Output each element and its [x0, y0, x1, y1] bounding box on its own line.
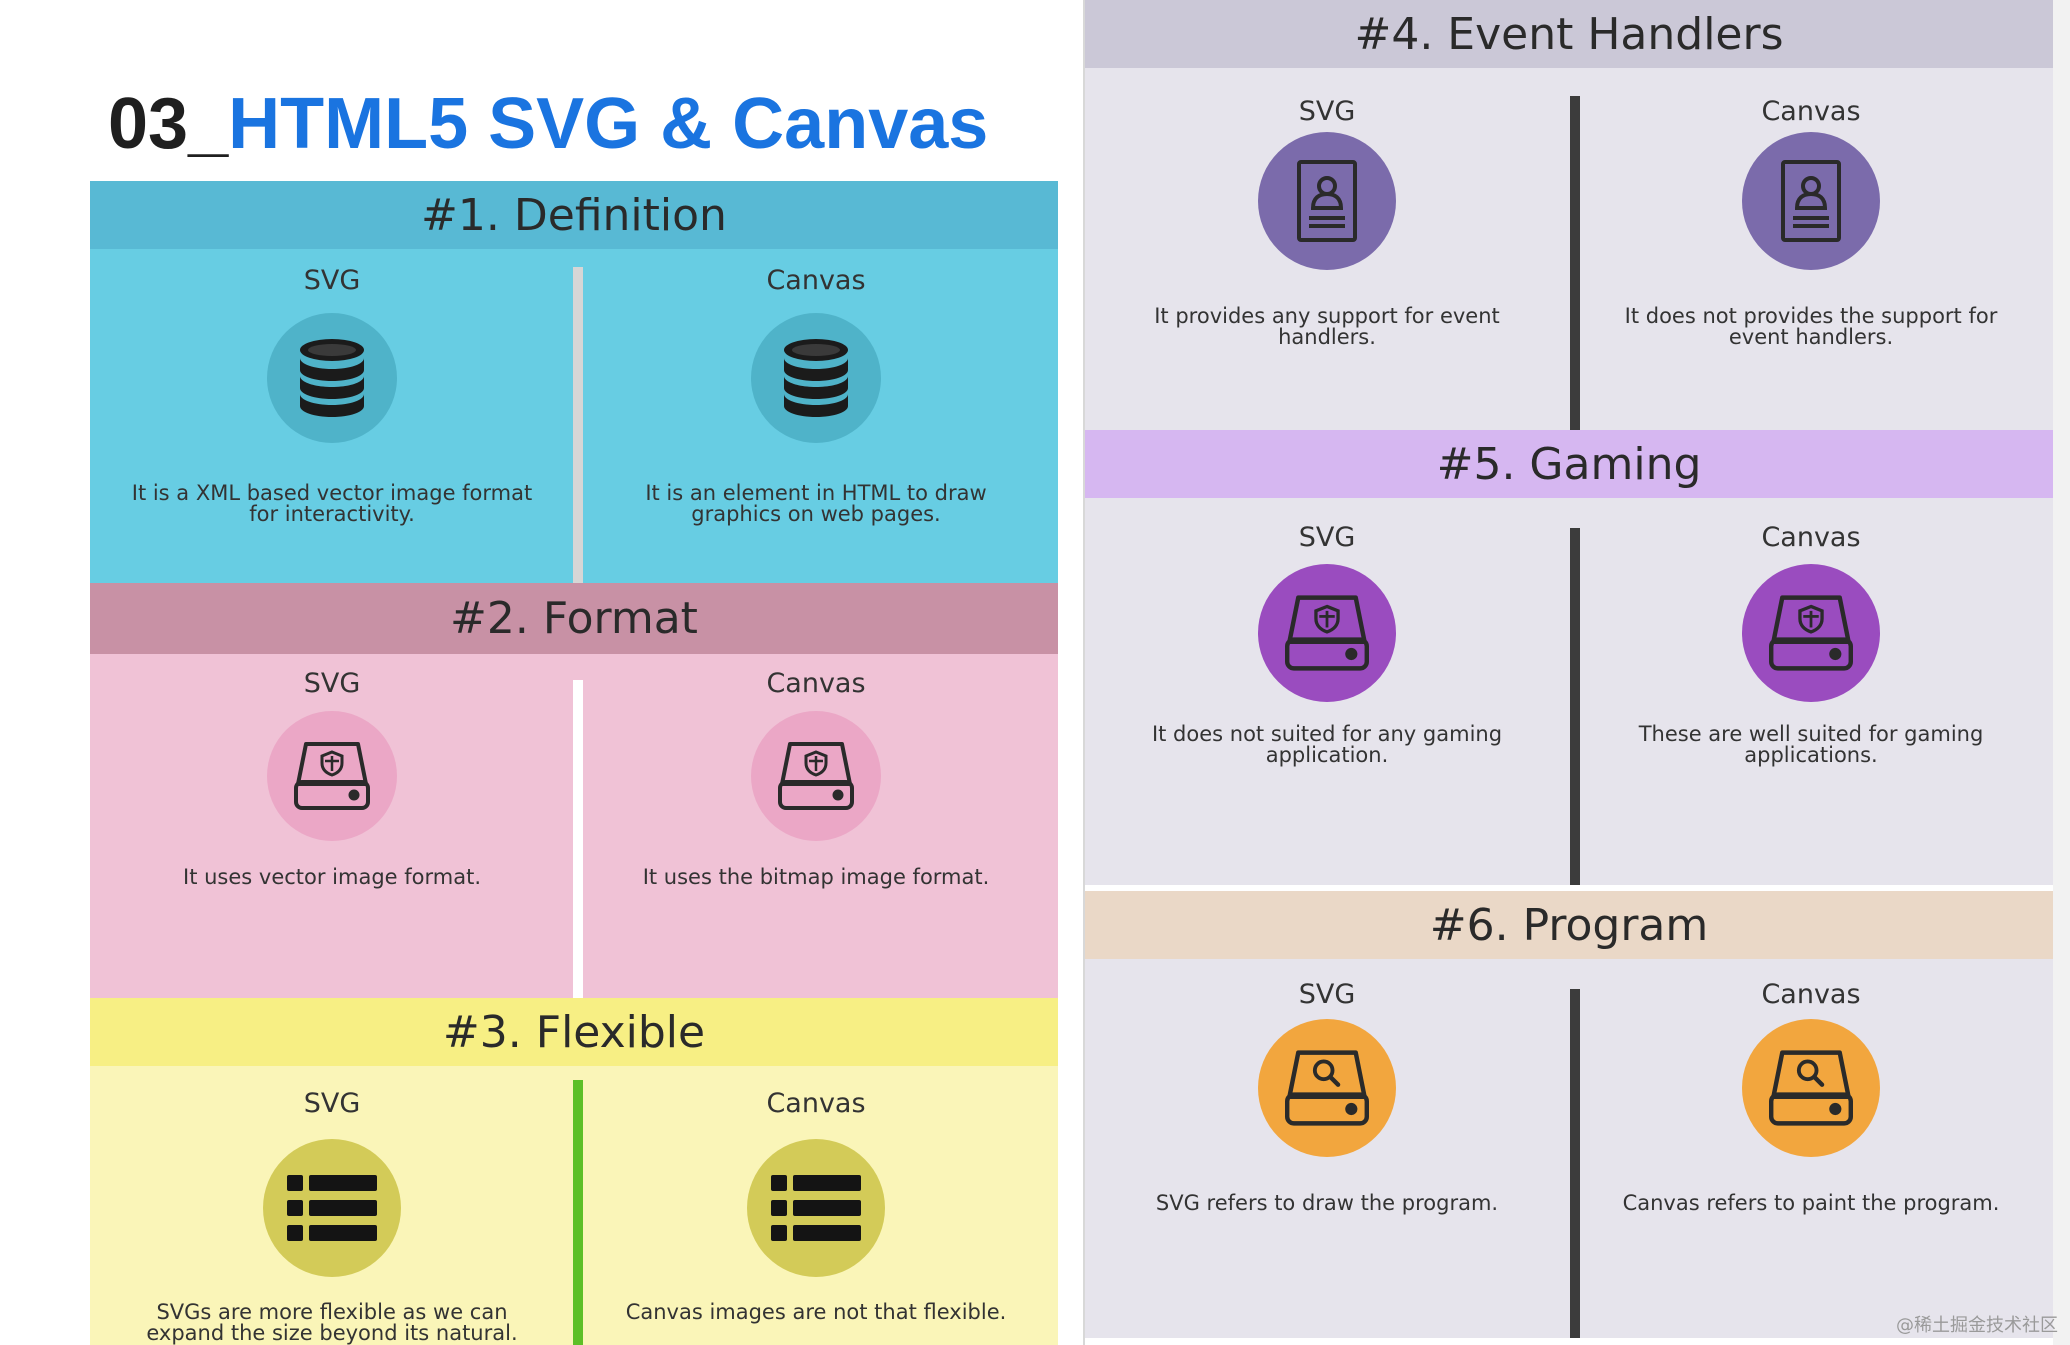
column-label: SVG: [1298, 96, 1356, 127]
canvas-column: Canvas It does not provides the support …: [1569, 68, 2053, 430]
column-description: It does not suited for any gaming applic…: [1151, 722, 1503, 767]
section-separator: [1085, 885, 2053, 891]
column-description: It uses the bitmap image format.: [642, 865, 990, 889]
column-label: SVG: [1298, 522, 1356, 553]
column-label: Canvas: [766, 1088, 866, 1119]
section-event-handlers: #4. Event Handlers SVG It provides any s…: [1085, 0, 2053, 430]
column-label: Canvas: [1761, 96, 1861, 127]
column-label: SVG: [303, 668, 361, 699]
column-label: SVG: [303, 265, 361, 296]
canvas-column: Canvas It is an element in HTML to draw …: [574, 249, 1058, 583]
section-body: SVG It provides any support for event ha…: [1085, 68, 2053, 430]
watermark: @稀土掘金技术社区: [1896, 1315, 2058, 1336]
column-divider: [1083, 0, 1085, 1345]
section-gaming: #5. Gaming SVG It does not suited for an…: [1085, 430, 2053, 885]
section-program: #6. Program SVG SVG refers to draw the p…: [1085, 891, 2053, 1338]
title-text: HTML5 SVG & Canvas: [228, 84, 989, 164]
search-drive-icon: [1742, 1019, 1880, 1157]
column-description: It is a XML based vector image format fo…: [131, 481, 533, 526]
section-divider: [1570, 989, 1580, 1338]
list-icon: [263, 1139, 401, 1277]
column-description: It is an element in HTML to draw graphic…: [645, 481, 987, 526]
column-description: Canvas images are not that flexible.: [625, 1300, 1007, 1324]
canvas-column: Canvas Canvas images are not that flexib…: [574, 1066, 1058, 1345]
section-body: SVG It does not suited for any gaming ap…: [1085, 498, 2053, 885]
column-label: Canvas: [766, 265, 866, 296]
column-description: It provides any support for event handle…: [1154, 304, 1500, 349]
shield-drive-icon: [751, 711, 881, 841]
section-heading: #4. Event Handlers: [1085, 0, 2053, 68]
profile-document-icon: [1258, 132, 1396, 270]
section-heading: #5. Gaming: [1085, 430, 2053, 498]
section-heading: #2. Format: [90, 583, 1058, 654]
section-divider: [1570, 528, 1580, 885]
section-divider: [573, 267, 583, 583]
column-description: These are well suited for gaming applica…: [1638, 722, 1984, 767]
section-divider: [1570, 96, 1580, 430]
database-icon: [751, 313, 881, 443]
section-divider: [573, 1080, 583, 1345]
section-flexible: #3. Flexible SVG SVGs are more flexible …: [90, 998, 1058, 1345]
section-heading: #3. Flexible: [90, 998, 1058, 1066]
section-body: SVG SVG refers to draw the program. Canv…: [1085, 959, 2053, 1338]
svg-column: SVG SVGs are more flexible as we can exp…: [90, 1066, 574, 1345]
section-format: #2. Format SVG It uses vector image form…: [90, 583, 1058, 998]
shield-drive-icon: [1742, 564, 1880, 702]
svg-column: SVG It is a XML based vector image forma…: [90, 249, 574, 583]
section-divider: [573, 680, 583, 998]
search-drive-icon: [1258, 1019, 1396, 1157]
section-heading: #6. Program: [1085, 891, 2053, 959]
canvas-column: Canvas These are well suited for gaming …: [1569, 498, 2053, 885]
column-description: It uses vector image format.: [183, 865, 481, 889]
canvas-column: Canvas Canvas refers to paint the progra…: [1569, 959, 2053, 1338]
profile-document-icon: [1742, 132, 1880, 270]
svg-column: SVG SVG refers to draw the program.: [1085, 959, 1569, 1338]
section-heading: #1. Definition: [90, 181, 1058, 249]
page-title: 03_HTML5 SVG & Canvas: [108, 88, 988, 160]
column-description: SVGs are more flexible as we can expand …: [146, 1300, 518, 1345]
title-number: 03_: [108, 84, 229, 164]
svg-column: SVG It does not suited for any gaming ap…: [1085, 498, 1569, 885]
canvas-column: Canvas It uses the bitmap image format.: [574, 654, 1058, 998]
column-label: SVG: [1298, 979, 1356, 1010]
column-label: Canvas: [766, 668, 866, 699]
svg-column: SVG It provides any support for event ha…: [1085, 68, 1569, 430]
column-label: SVG: [303, 1088, 361, 1119]
column-description: Canvas refers to paint the program.: [1622, 1191, 2000, 1215]
section-definition: #1. Definition SVG It is a XML based vec…: [90, 181, 1058, 583]
column-description: SVG refers to draw the program.: [1155, 1191, 1499, 1215]
column-label: Canvas: [1761, 522, 1861, 553]
database-icon: [267, 313, 397, 443]
shield-drive-icon: [1258, 564, 1396, 702]
shield-drive-icon: [267, 711, 397, 841]
svg-column: SVG It uses vector image format.: [90, 654, 574, 998]
column-label: Canvas: [1761, 979, 1861, 1010]
list-icon: [747, 1139, 885, 1277]
page-edge: [2053, 0, 2070, 1345]
column-description: It does not provides the support for eve…: [1624, 304, 1998, 349]
